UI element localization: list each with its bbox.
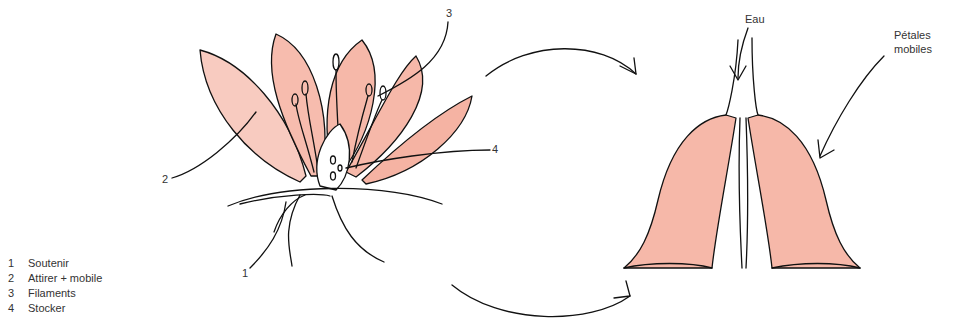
part-label: Eau xyxy=(745,12,765,26)
callout-number: 3 xyxy=(446,6,452,20)
legend-number: 3 xyxy=(8,286,14,300)
callout-number: 1 xyxy=(242,266,248,280)
legend-number: 4 xyxy=(8,301,14,315)
legend-text: Filaments xyxy=(28,286,76,300)
legend-number: 1 xyxy=(8,256,14,270)
callout-number: 4 xyxy=(492,142,498,156)
legend-text: Soutenir xyxy=(28,256,69,270)
callout-number: 2 xyxy=(162,172,168,186)
legend-text: Attirer + mobile xyxy=(28,271,102,285)
legend-number: 2 xyxy=(8,271,14,285)
part-label: Pétales mobiles xyxy=(894,28,954,56)
legend-text: Stocker xyxy=(28,301,65,315)
